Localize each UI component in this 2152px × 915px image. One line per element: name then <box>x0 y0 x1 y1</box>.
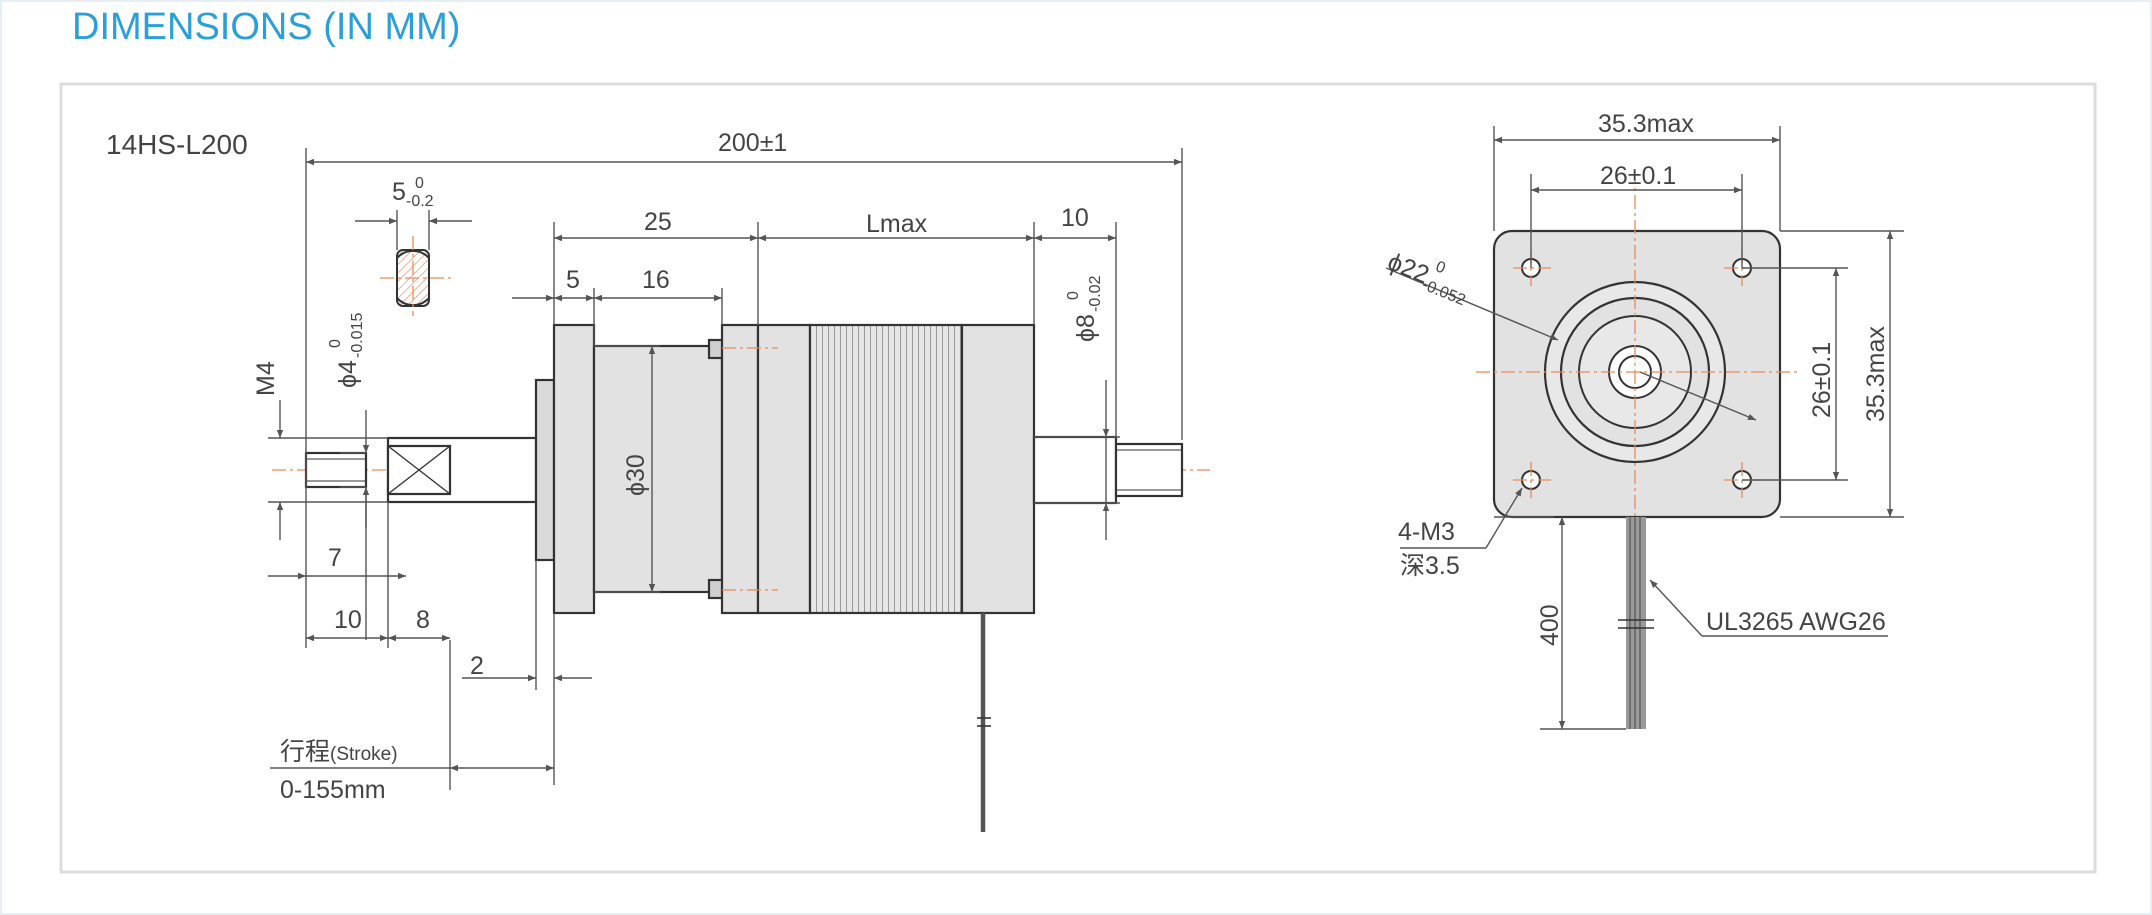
width-max-label: 35.3max <box>1598 110 1694 138</box>
motor-fins <box>808 323 964 615</box>
thread-label: M4 <box>252 361 280 396</box>
mount-holes-label: 4-M3 <box>1398 518 1455 546</box>
flat-tol-lower: -0.2 <box>406 193 434 210</box>
thread-dia-tol-upper: 0 <box>327 339 344 348</box>
thread-dia-label: ϕ4 <box>334 360 362 388</box>
side-view: 14HS-L200 200±1 5 0 -0.2 25 Lmax 10 5 16… <box>106 129 1210 832</box>
shaft-dia-tol-lower: -0.02 <box>1087 275 1104 312</box>
model-label: 14HS-L200 <box>106 129 248 160</box>
lead-wires <box>1618 517 1654 729</box>
dim-10-top-label: 10 <box>1061 204 1089 232</box>
body-dia-label: ϕ30 <box>622 454 650 496</box>
dim-8-label: 8 <box>416 606 430 634</box>
hole-spacing-v-label: 26±0.1 <box>1808 342 1836 418</box>
hole-spacing-h-label: 26±0.1 <box>1600 162 1676 190</box>
height-max-label: 35.3max <box>1862 326 1890 422</box>
dim-16-label: 16 <box>642 266 670 294</box>
dim-10-bottom-label: 10 <box>334 606 362 634</box>
front-view: 35.3max 26±0.1 ϕ22 0 -0.052 26±0.1 35.3m… <box>1384 110 1904 730</box>
rear-shaft-tip <box>1114 442 1184 498</box>
shaft-section <box>380 236 454 316</box>
stroke-label-cn: 行程 <box>280 738 330 766</box>
stroke-label-en: (Stroke) <box>330 744 398 765</box>
thread-dia-tol-lower: -0.015 <box>349 313 366 358</box>
dim-7-label: 7 <box>328 544 342 572</box>
motor-stator <box>756 323 812 615</box>
thread-end <box>304 451 368 489</box>
front-cap <box>534 378 556 562</box>
flat-width-label: 5 <box>392 178 406 206</box>
rear-shaft <box>1032 435 1118 505</box>
pilot-tol-upper: 0 <box>1433 258 1448 277</box>
front-flange <box>552 323 596 615</box>
pilot-tol-lower: -0.052 <box>1419 276 1468 309</box>
shaft-dia-tol-upper: 0 <box>1065 291 1082 300</box>
lead-length-label: 400 <box>1536 604 1564 646</box>
wire-spec-label: UL3265 AWG26 <box>1706 608 1886 636</box>
drawing-frame <box>59 82 2097 874</box>
page-title: DIMENSIONS (IN MM) <box>72 6 461 48</box>
dim-25-label: 25 <box>644 208 672 236</box>
stroke-range: 0-155mm <box>280 776 386 804</box>
motor-rear-cap <box>960 323 1036 615</box>
gearbox-body <box>592 344 724 594</box>
lmax-label: Lmax <box>866 210 928 238</box>
dim-5-label: 5 <box>566 266 580 294</box>
flat-tol-upper: 0 <box>415 175 424 192</box>
dim-2-label: 2 <box>470 652 484 680</box>
total-length-label: 200±1 <box>718 129 787 157</box>
shaft-dia-label: ϕ8 <box>1072 314 1100 342</box>
motor-front-plate <box>720 323 760 615</box>
mount-depth-label: 深3.5 <box>1400 552 1460 580</box>
